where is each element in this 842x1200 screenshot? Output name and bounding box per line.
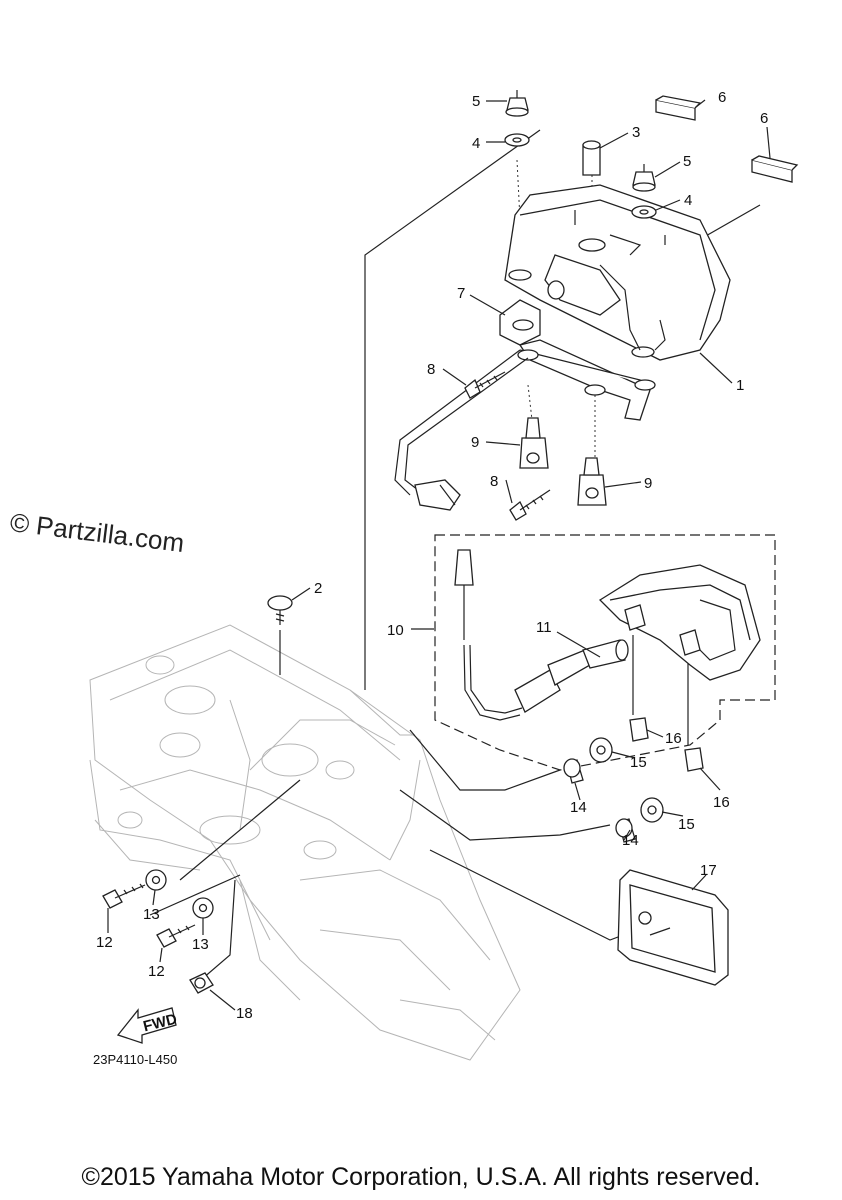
fwd-label: FWD [142,1011,179,1036]
callout-8a: 8 [427,361,435,378]
callout-18: 18 [236,1005,253,1022]
upper-fasteners [464,90,799,521]
grommets-and-spacers [563,717,704,843]
callout-2: 2 [314,580,322,597]
tail-light-unit [504,184,731,361]
leader-lines [107,99,771,1011]
callout-12a: 12 [96,934,113,951]
callout-3: 3 [632,124,640,141]
callouts: 1 2 3 4 4 5 5 6 6 7 8 8 9 9 10 11 12 12 … [96,89,768,1022]
callout-9b: 9 [644,475,652,492]
callout-14a: 14 [570,799,587,816]
callout-10: 10 [387,622,404,639]
callout-4a: 4 [472,135,480,152]
callout-8b: 8 [490,473,498,490]
callout-15a: 15 [630,754,647,771]
callout-16a: 16 [665,730,682,747]
callout-6b: 6 [760,110,768,127]
rear-frame-outline [89,624,521,1061]
callout-5a: 5 [472,93,480,110]
lower-fasteners [102,595,293,994]
forward-arrow-icon: FWD [116,1007,179,1044]
callout-14b: 14 [622,832,639,849]
callout-6a: 6 [718,89,726,106]
mounting-bracket [394,299,656,511]
callout-13a: 13 [143,906,160,923]
callout-1: 1 [736,377,744,394]
callout-7: 7 [457,285,465,302]
drawing-code: 23P4110-L450 [93,1052,178,1067]
callout-9a: 9 [471,434,479,451]
callout-5b: 5 [683,153,691,170]
callout-11: 11 [536,619,552,636]
lamp-assembly-box [434,534,776,771]
callout-13b: 13 [192,936,209,953]
license-lamp-assembly [454,549,761,721]
copyright-notice: ©2015 Yamaha Motor Corporation, U.S.A. A… [81,1163,761,1191]
license-plate-seal [617,869,729,986]
callout-17: 17 [700,862,717,879]
callout-12b: 12 [148,963,165,980]
callout-16b: 16 [713,794,730,811]
callout-15b: 15 [678,816,695,833]
callout-4b: 4 [684,192,692,209]
